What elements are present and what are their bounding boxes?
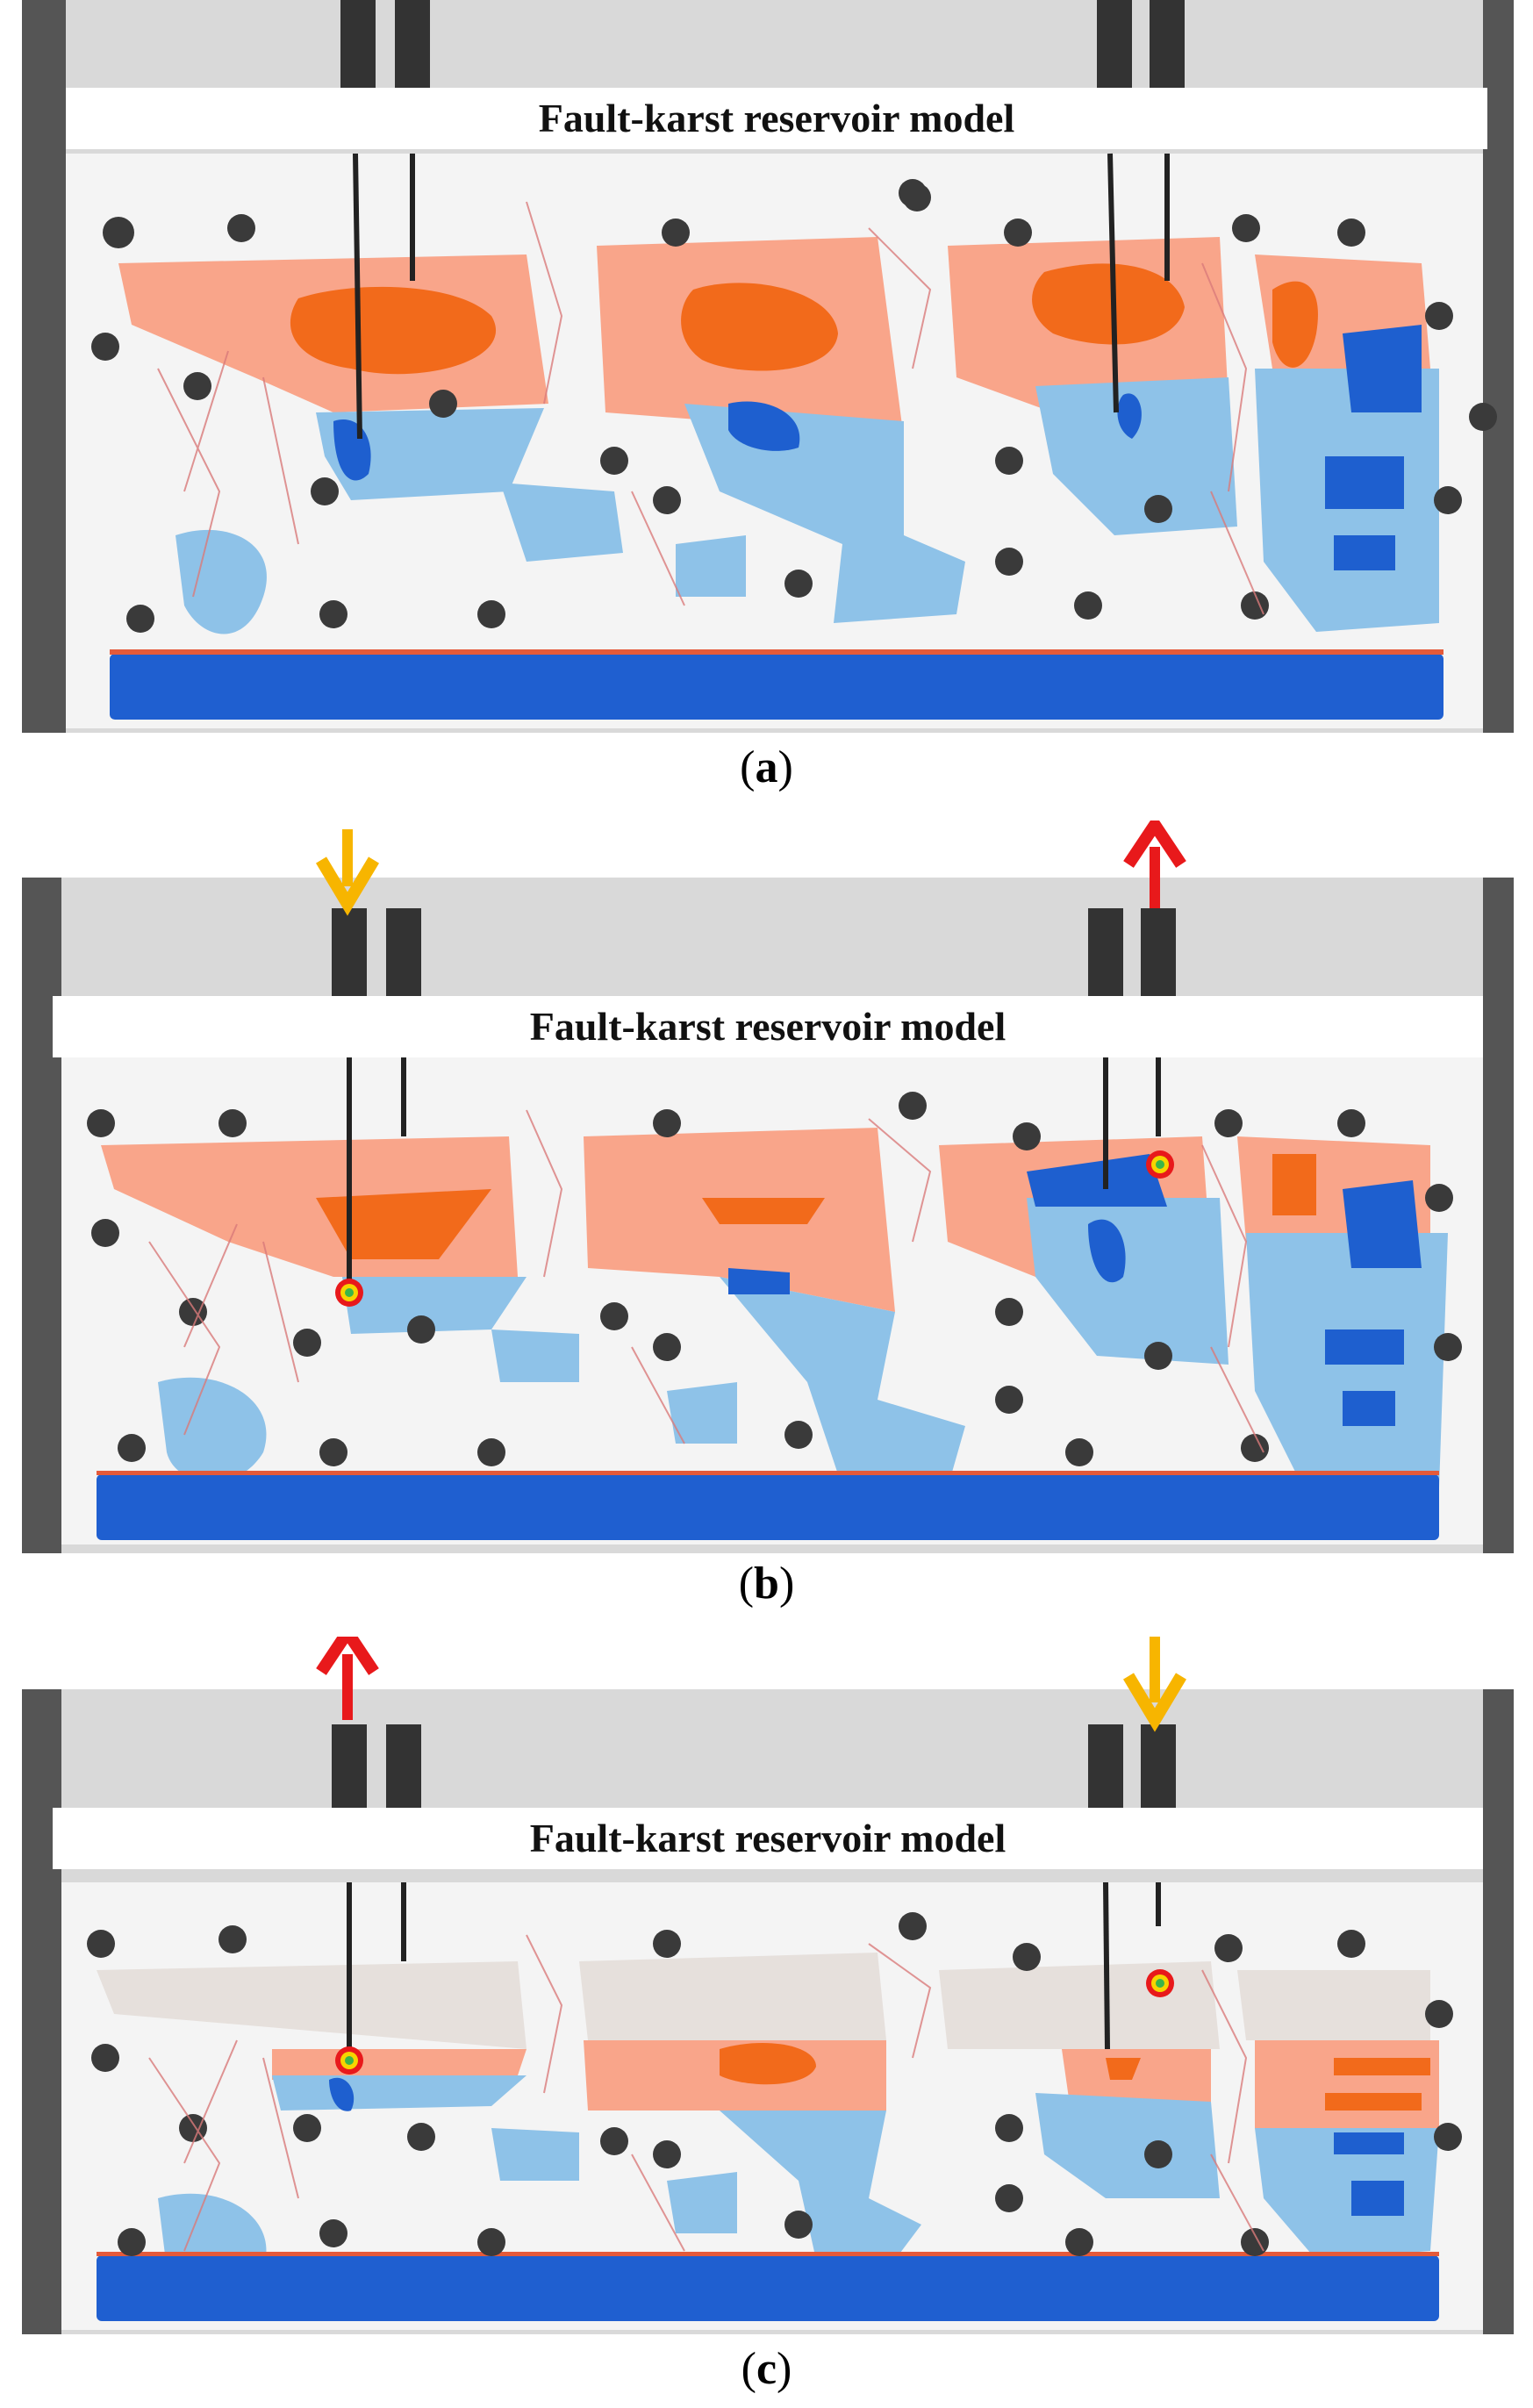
well-head-left-1 — [340, 0, 376, 88]
panel-c-label: c — [756, 2344, 777, 2394]
panel-b: Fault-karst reservoir model (b) — [0, 821, 1533, 1632]
well-head-right-1 — [1097, 0, 1132, 88]
injection-arrow — [1122, 1637, 1187, 1732]
panel-b-caption: (b) — [738, 1559, 795, 1609]
frame-post-right — [1483, 0, 1514, 733]
production-arrow — [316, 1637, 379, 1720]
well-marker-right — [1146, 1969, 1174, 1997]
panel-a: Fault-karst reservoir model (a) — [0, 0, 1533, 799]
panel-a-title: Fault-karst reservoir model — [66, 88, 1487, 149]
panel-a-label: a — [755, 742, 778, 792]
panel-b-photo — [22, 821, 1514, 1553]
well-head-left-2 — [395, 0, 430, 88]
well-marker-left — [335, 2046, 363, 2075]
panel-c: Fault-karst reservoir model (c) — [0, 1637, 1533, 2408]
frame-post-left — [22, 0, 66, 733]
pebbles — [91, 179, 1497, 633]
injection-arrow — [315, 829, 380, 916]
panel-b-title: Fault-karst reservoir model — [53, 996, 1483, 1057]
well-head-right-2 — [1150, 0, 1185, 88]
panel-c-caption: (c) — [741, 2344, 792, 2394]
well-marker-left — [335, 1279, 363, 1307]
panel-c-title: Fault-karst reservoir model — [53, 1808, 1483, 1869]
panel-c-photo — [22, 1637, 1514, 2334]
well-marker-right — [1146, 1150, 1174, 1179]
production-arrow — [1123, 821, 1186, 908]
panel-b-label: b — [754, 1559, 779, 1609]
aquifer-bar — [110, 654, 1443, 720]
panel-a-caption: (a) — [740, 742, 793, 792]
